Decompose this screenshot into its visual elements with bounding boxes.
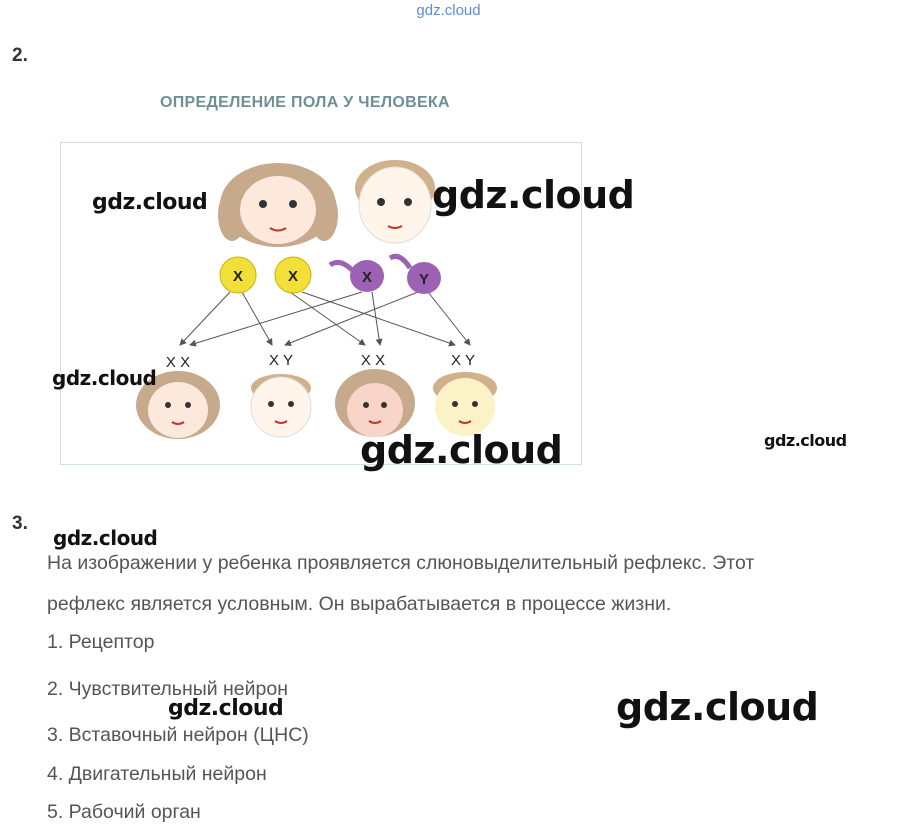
watermark: gdz.cloud (92, 190, 208, 215)
gamete-label: X (288, 268, 298, 285)
watermark: gdz.cloud (616, 685, 819, 729)
father-face-icon (355, 160, 435, 244)
child-chromosomes-2: X Y (269, 352, 293, 369)
sex-determination-diagram: X X X Y X X X Y X X X Y (136, 160, 497, 439)
girl-face-icon (335, 369, 415, 437)
child-chromosomes-3: X X (361, 352, 385, 369)
boy-face-icon (433, 372, 497, 436)
watermark: gdz.cloud (360, 428, 563, 472)
answer-paragraph-line-2: рефлекс является условным. Он вырабатыва… (47, 593, 672, 615)
boy-face-icon (250, 374, 312, 438)
watermark: gdz.cloud (764, 431, 847, 450)
gamete-label: X (233, 268, 243, 285)
child-chromosomes-4: X Y (451, 352, 475, 369)
watermark-top: gdz.cloud (416, 2, 481, 19)
egg-cell-1: X (219, 256, 257, 294)
child-chromosomes-1: X X (166, 354, 190, 371)
diagram-title: ОПРЕДЕЛЕНИЕ ПОЛА У ЧЕЛОВЕКА (160, 94, 450, 111)
list-item: 1. Рецептор (47, 631, 155, 653)
answer-paragraph-line-1: На изображении у ребенка проявляется слю… (47, 552, 755, 574)
watermark: gdz.cloud (53, 526, 158, 550)
inheritance-arrows (179, 291, 471, 347)
gamete-label: X (362, 269, 372, 286)
gamete-label: Y (419, 271, 429, 288)
task-3-number: 3. (12, 513, 28, 534)
list-item: 4. Двигательный нейрон (47, 763, 267, 785)
watermark: gdz.cloud (52, 366, 157, 390)
watermark: gdz.cloud (168, 696, 284, 721)
egg-cell-2: X (274, 256, 312, 294)
list-item: 2. Чувствительный нейрон (47, 678, 289, 700)
list-item: 5. Рабочий орган (47, 801, 201, 823)
girl-face-icon (136, 371, 220, 439)
list-item: 3. Вставочный нейрон (ЦНС) (47, 724, 309, 746)
watermark: gdz.cloud (432, 173, 635, 217)
task-2-number: 2. (12, 45, 28, 66)
sperm-cell-1: X (328, 259, 384, 292)
sperm-cell-2: Y (388, 253, 441, 294)
mother-face-icon (218, 163, 338, 247)
